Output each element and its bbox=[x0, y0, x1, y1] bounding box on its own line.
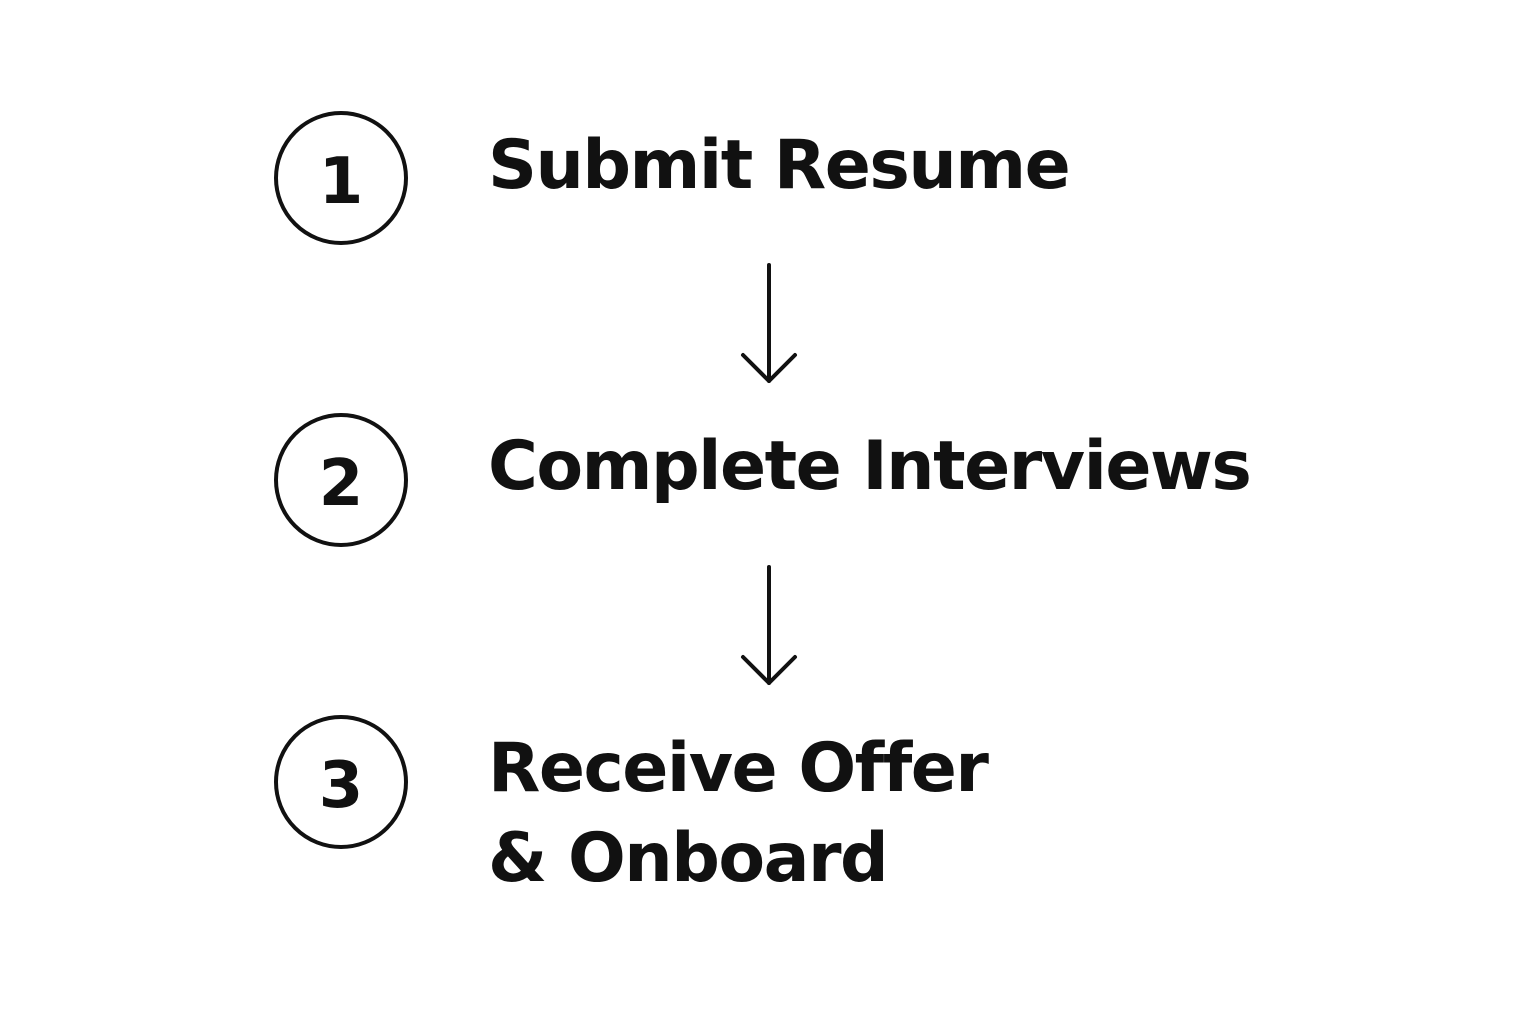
arrow-down-icon bbox=[741, 565, 797, 685]
step-1-label: Submit Resume bbox=[488, 126, 1071, 205]
step-2-number-circle: 2 bbox=[274, 413, 408, 547]
step-3-label-line-1: Receive Offer bbox=[488, 729, 989, 808]
step-1-number: 1 bbox=[318, 145, 364, 219]
step-2-label: Complete Interviews bbox=[488, 427, 1252, 506]
arrow-down-icon bbox=[741, 263, 797, 383]
step-1-number-circle: 1 bbox=[274, 111, 408, 245]
step-3-number: 3 bbox=[318, 749, 364, 823]
step-3-number-circle: 3 bbox=[274, 715, 408, 849]
step-2-number: 2 bbox=[318, 447, 364, 521]
step-3-label-line-2: & Onboard bbox=[488, 819, 889, 898]
